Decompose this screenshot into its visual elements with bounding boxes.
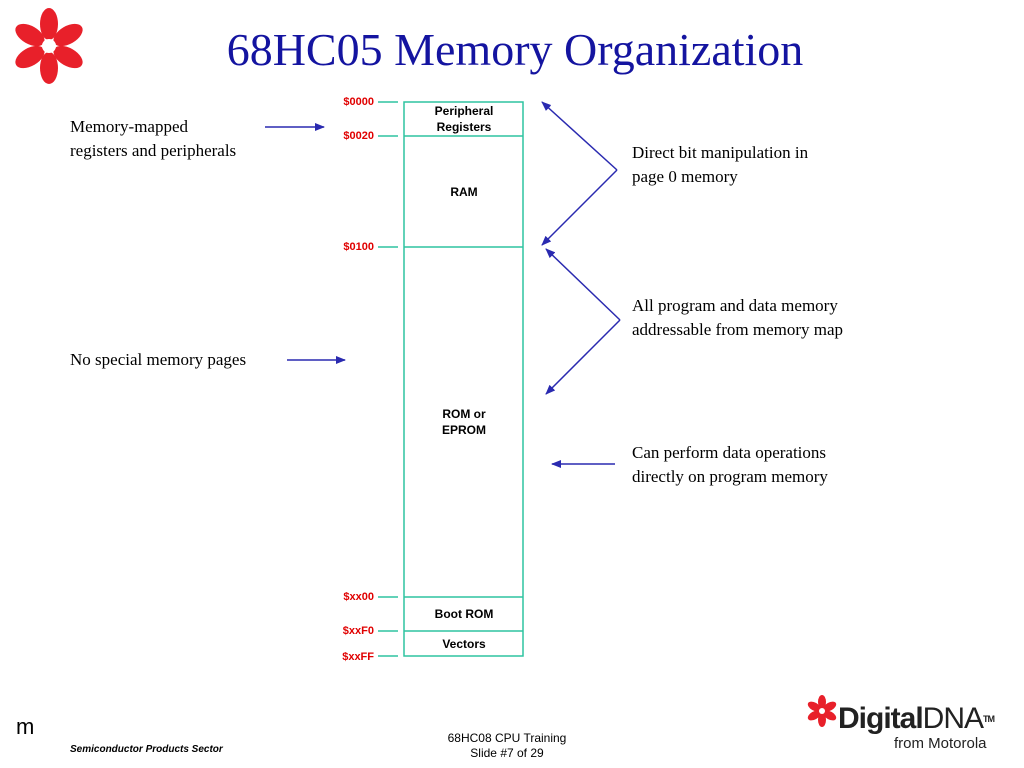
address-label: $xxFF [342, 651, 374, 663]
block-label-line: ROM or [442, 407, 486, 421]
note-line: directly on program memory [632, 467, 828, 486]
footer-slide-number: Slide #7 of 29 [470, 746, 544, 760]
footer-course: 68HC08 CPU Training [447, 731, 567, 745]
memory-map-outline [403, 101, 524, 657]
motorola-m-mark: m [16, 714, 35, 739]
note-line: Can perform data operations [632, 443, 827, 462]
address-label: $0020 [343, 130, 374, 142]
note-line: Memory-mapped [70, 117, 189, 136]
note-all-program: All program and data memory addressable … [632, 294, 843, 342]
note-memory-mapped: Memory-mapped registers and peripherals [70, 115, 236, 163]
note-line: registers and peripherals [70, 141, 237, 160]
block-label-line: Registers [436, 120, 492, 134]
block-boot-rom: Boot ROM [434, 607, 494, 621]
address-label: $xx00 [343, 591, 374, 603]
digital-dna-flower-icon [807, 695, 837, 727]
address-label: $xxF0 [342, 625, 374, 637]
digital-dna-logo: DigitalDNATM [838, 702, 995, 736]
note-data-ops: Can perform data operations directly on … [632, 441, 828, 489]
logo-word-digital: Digital [838, 702, 924, 735]
block-label-line: EPROM [441, 423, 486, 437]
note-line: page 0 memory [632, 167, 738, 186]
note-direct-bit: Direct bit manipulation in page 0 memory [632, 141, 808, 189]
note-line: addressable from memory map [632, 320, 844, 339]
address-label: $0000 [343, 96, 374, 108]
logo-subtitle: from Motorola [894, 735, 987, 752]
page-title: 68HC05 Memory Organization [226, 24, 804, 75]
block-vectors: Vectors [442, 637, 486, 651]
block-peripheral-registers: Peripheral Registers [405, 103, 523, 135]
note-line: Direct bit manipulation in [632, 143, 809, 162]
block-ram: RAM [450, 185, 478, 199]
logo-word-dna: DNA [922, 702, 984, 735]
motorola-flower-icon [15, 8, 83, 84]
block-label-line: Peripheral [434, 104, 494, 118]
note-no-pages: No special memory pages [70, 350, 247, 369]
block-rom-eprom: ROM or EPROM [405, 406, 523, 438]
address-label: $0100 [343, 241, 374, 253]
arrow-direct-bit-upper [541, 101, 618, 171]
arrow-all-program-lower [545, 319, 621, 395]
arrow-direct-bit-lower [541, 169, 618, 246]
logo-trademark: TM [983, 714, 995, 724]
footer-course-info: 68HC08 CPU Training Slide #7 of 29 [412, 731, 602, 761]
note-line: All program and data memory [632, 296, 838, 315]
arrow-all-program-upper [545, 248, 621, 321]
footer-sector: Semiconductor Products Sector [70, 744, 223, 755]
